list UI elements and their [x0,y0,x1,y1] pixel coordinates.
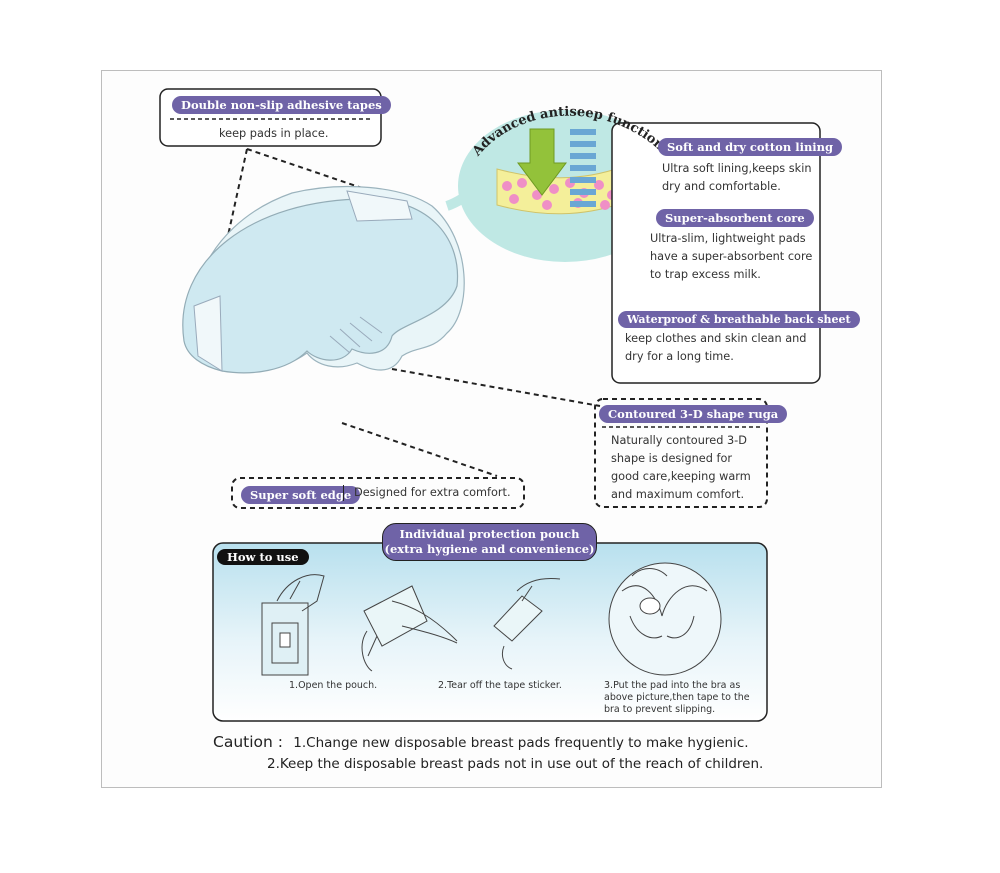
howto-title: How to use [217,549,309,565]
product-info-card: Double non-slip adhesive tapes keep pads… [101,70,882,788]
core-title: Super-absorbent core [656,209,814,227]
ruga-callout-frame [594,398,768,508]
backsheet-callout: Waterproof & breathable back sheet [618,308,860,328]
adhesive-callout: Double non-slip adhesive tapes [172,94,391,114]
core-desc-line3: to trap excess milk. [650,268,761,281]
step2-caption: 2.Tear off the tape sticker. [438,680,562,691]
leader-line-adhesive-right [246,148,363,189]
ruga-callout: Contoured 3-D shape ruga [599,403,788,423]
antiseep-title: Advanced antiseep function [469,105,667,160]
step4-illustration [608,562,722,676]
cotton-callout: Soft and dry cotton lining [658,136,843,156]
core-desc-line2: have a super-absorbent core [650,250,813,263]
step1-caption: 1.Open the pouch. [289,680,378,691]
cotton-title: Soft and dry cotton lining [658,138,843,156]
ruga-desc: Naturally contoured 3-D shape is designe… [611,432,751,504]
edge-desc: Designed for extra comfort. [354,486,511,499]
core-callout: Super-absorbent core [656,207,814,227]
cotton-desc-line2: dry and comfortable. [662,180,781,193]
step2-illustration [361,585,458,672]
adhesive-title: Double non-slip adhesive tapes [172,96,391,114]
pouch-line1: Individual protection pouch [399,527,580,541]
brand-logo-fragment [72,0,192,2]
edge-title: Super soft edge [241,486,361,504]
caution-line1-row: Caution : 1.Change new disposable breast… [213,733,749,751]
step3-caption-line1: 3.Put the pad into the bra as [604,680,741,691]
leader-line-edge [341,422,498,477]
breast-pad-illustration [182,185,465,374]
backsheet-desc-line2: dry for a long time. [625,350,734,363]
backsheet-desc-line1: keep clothes and skin clean and [625,332,807,345]
adhesive-desc: keep pads in place. [219,127,329,140]
core-desc-line1: Ultra-slim, lightweight pads [650,232,806,245]
ruga-desc-line2: shape is designed for [611,452,733,465]
leader-line-ruga [391,368,601,407]
pouch-banner: Individual protection pouch (extra hygie… [382,523,597,561]
backsheet-title: Waterproof & breathable back sheet [618,311,860,328]
svg-text:Advanced antiseep function: Advanced antiseep function [469,105,667,160]
antiseep-title-arc: Advanced antiseep function [469,105,667,160]
step3-illustration [493,578,561,670]
pouch-line2: (extra hygiene and convenience) [384,542,595,556]
caution-line2: 2.Keep the disposable breast pads not in… [267,756,764,772]
edge-divider [343,485,344,501]
cotton-desc: Ultra soft lining,keeps skin dry and com… [662,160,812,196]
step1-illustration [261,574,325,676]
ruga-desc-line3: good care,keeping warm [611,470,751,483]
caution-line1: 1.Change new disposable breast pads freq… [293,735,749,751]
caution-label: Caution : [213,733,283,751]
step3-caption-line3: bra to prevent slipping. [604,704,716,715]
edge-callout-frame [231,477,525,509]
cotton-desc-line1: Ultra soft lining,keeps skin [662,162,812,175]
edge-callout: Super soft edge [241,484,361,504]
step3-caption: 3.Put the pad into the bra as above pict… [604,680,750,716]
step3-caption-line2: above picture,then tape to the [604,692,750,703]
ruga-title: Contoured 3-D shape ruga [599,405,788,423]
backsheet-desc: keep clothes and skin clean and dry for … [625,330,806,366]
ruga-desc-line1: Naturally contoured 3-D [611,434,747,447]
core-desc: Ultra-slim, lightweight pads have a supe… [650,230,812,284]
leader-line-adhesive-left [205,148,248,337]
ruga-desc-line4: and maximum comfort. [611,488,745,501]
